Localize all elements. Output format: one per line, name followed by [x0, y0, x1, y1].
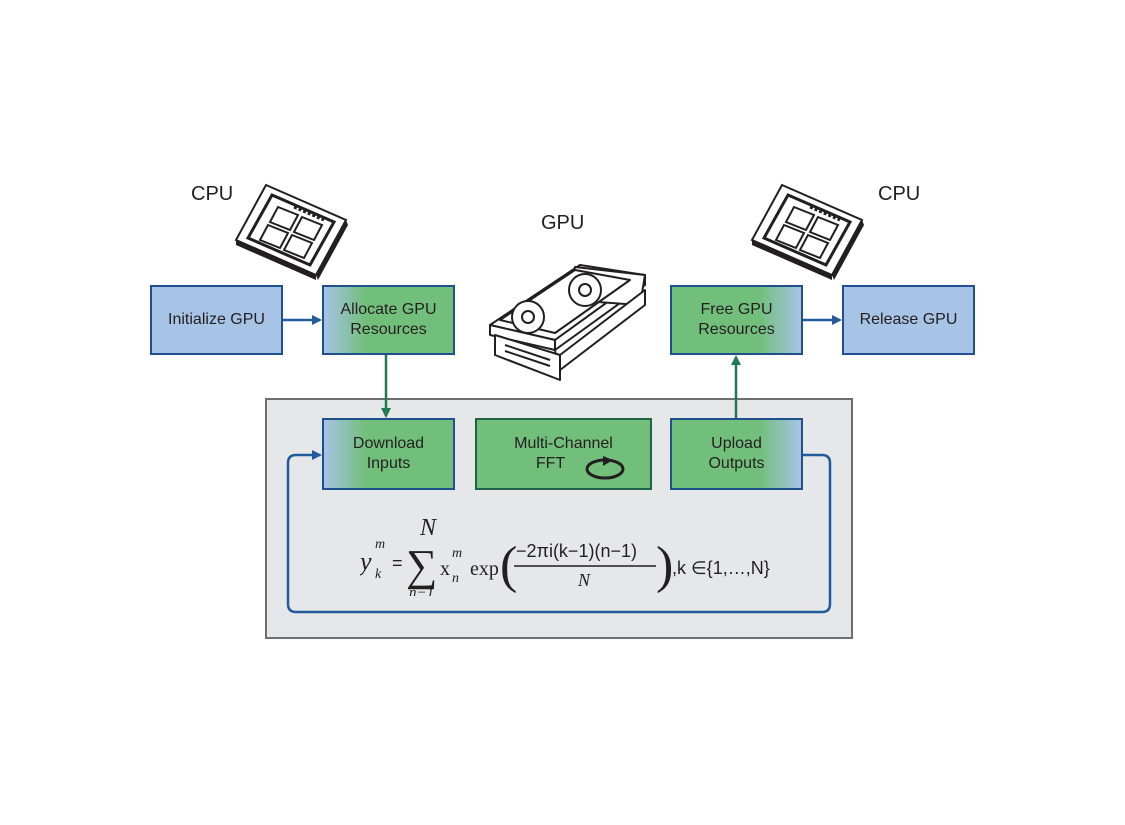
fft-line1: Multi-Channel — [514, 435, 613, 452]
release-gpu-box: Release GPU — [842, 285, 975, 355]
allocate-gpu-resources-box: Allocate GPU Resources — [322, 285, 455, 355]
allocate-line1: Allocate GPU — [340, 301, 437, 318]
formula-domain: ,k ∈{1,…,N} — [672, 558, 770, 578]
formula-denominator: N — [577, 570, 591, 590]
formula-exp: exp — [470, 558, 499, 580]
download-line1: Download — [352, 435, 425, 452]
formula-lhs-sub: k — [375, 567, 382, 582]
multi-channel-fft-box: Multi-Channel FFT — [475, 418, 652, 490]
download-inputs-box: Download Inputs — [322, 418, 455, 490]
initialize-gpu-box: Initialize GPU — [150, 285, 283, 355]
formula-lhs-sup: m — [375, 537, 385, 552]
formula-sum-bottom: n−1 — [409, 585, 434, 596]
formula-lparen: ( — [500, 537, 517, 594]
upload-line2: Outputs — [708, 455, 765, 472]
formula-sum-top: N — [419, 515, 438, 541]
gpu-label: GPU — [541, 212, 585, 234]
upload-line1: Upload — [711, 435, 762, 452]
allocate-line2: Resources — [350, 321, 427, 338]
free-gpu-resources-box: Free GPU Resources — [670, 285, 803, 355]
formula-x: x — [440, 558, 450, 580]
formula-x-sup: m — [452, 546, 462, 561]
free-line1: Free GPU — [700, 301, 773, 318]
formula-lhs: y — [360, 547, 372, 576]
formula-sigma: ∑ — [406, 541, 437, 590]
free-line2: Resources — [698, 321, 775, 338]
fft-line2: FFT — [535, 455, 566, 472]
formula-rparen: ) — [656, 537, 673, 594]
release-gpu-label: Release GPU — [859, 311, 958, 328]
formula-equals: = — [392, 553, 403, 573]
initialize-gpu-label: Initialize GPU — [168, 311, 265, 328]
download-line2: Inputs — [366, 455, 411, 472]
upload-outputs-box: Upload Outputs — [670, 418, 803, 490]
formula-x-sub: n — [452, 571, 459, 586]
cpu-left-label: CPU — [191, 183, 234, 205]
dft-formula: y m k = N ∑ n−1 x m n exp ( −2πi(k−1)(n−… — [360, 515, 770, 596]
cpu-right-label: CPU — [878, 183, 921, 205]
formula-numerator: −2πi(k−1)(n−1) — [516, 541, 637, 561]
